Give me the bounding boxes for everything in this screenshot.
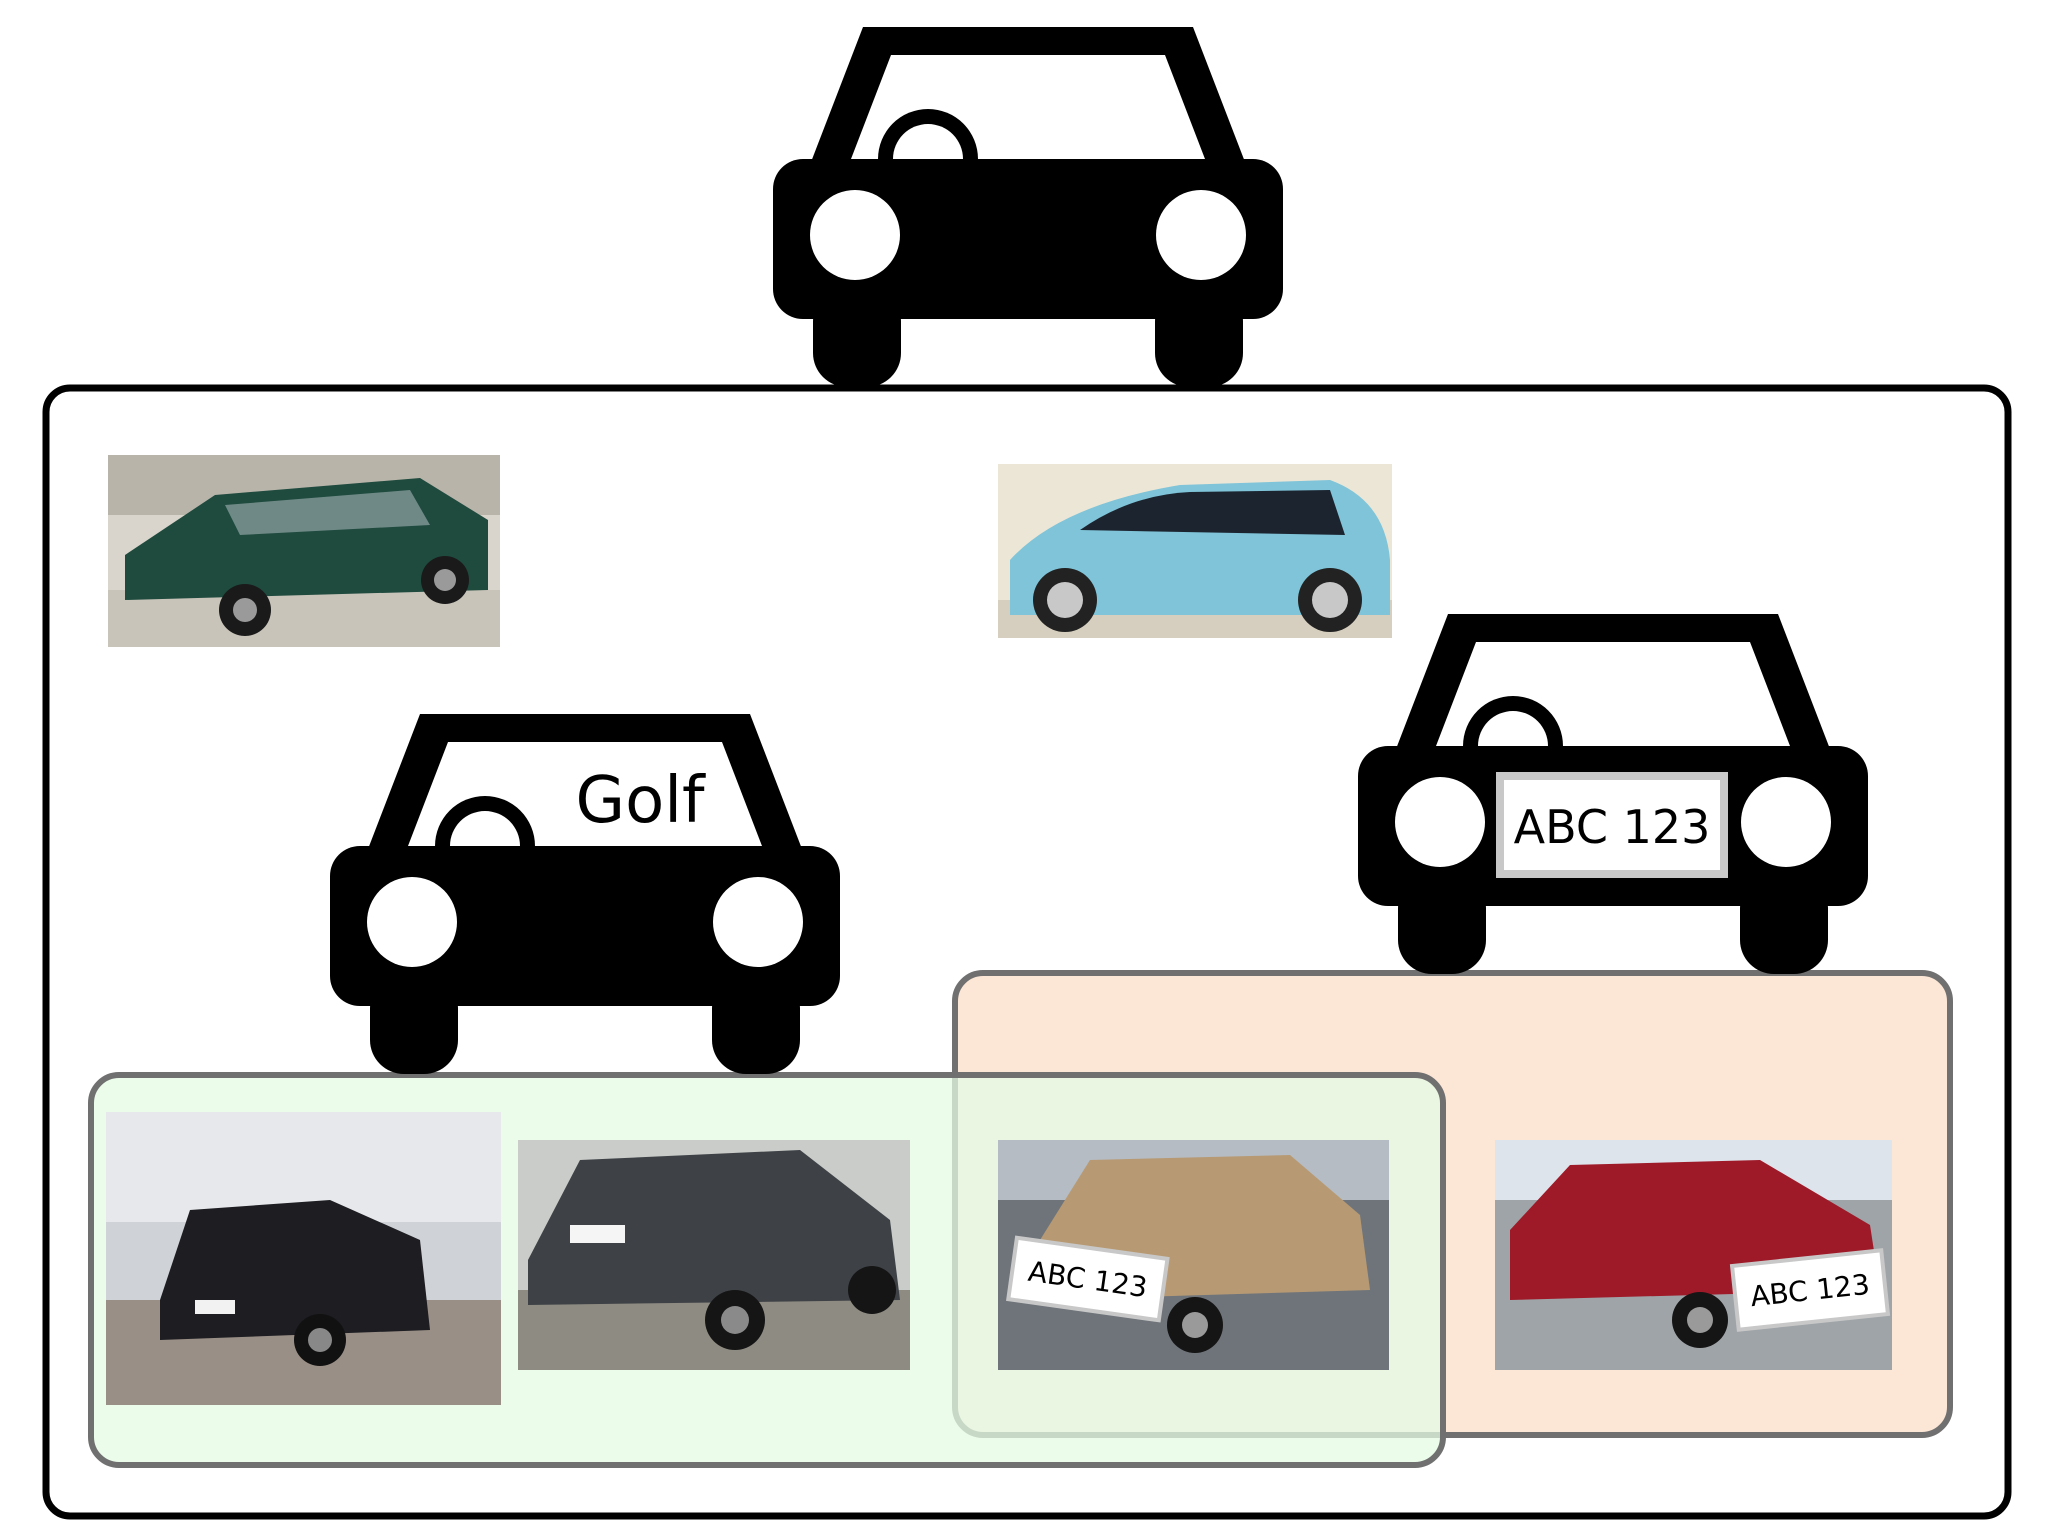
top-car-icon — [773, 27, 1283, 387]
grey-golf-photo — [518, 1140, 910, 1370]
plate-car-label: ABC 123 — [1514, 800, 1711, 854]
green-minivan-photo — [108, 455, 500, 647]
black-golf-photo — [106, 1112, 501, 1405]
golf-label: Golf — [575, 764, 706, 838]
red-plate — [1729, 1248, 1891, 1332]
plate-car-icon: ABC 123 — [1358, 614, 1868, 974]
golf-car-icon: Golf — [330, 714, 840, 1074]
red-hatchback-photo: ABC 123 — [1495, 1140, 1892, 1370]
plate-car-plate — [1496, 772, 1728, 878]
beige-plate — [1006, 1235, 1170, 1323]
beige-golf-photo: ABC 123 — [998, 1140, 1389, 1370]
blue-concept-car-photo — [998, 464, 1392, 638]
